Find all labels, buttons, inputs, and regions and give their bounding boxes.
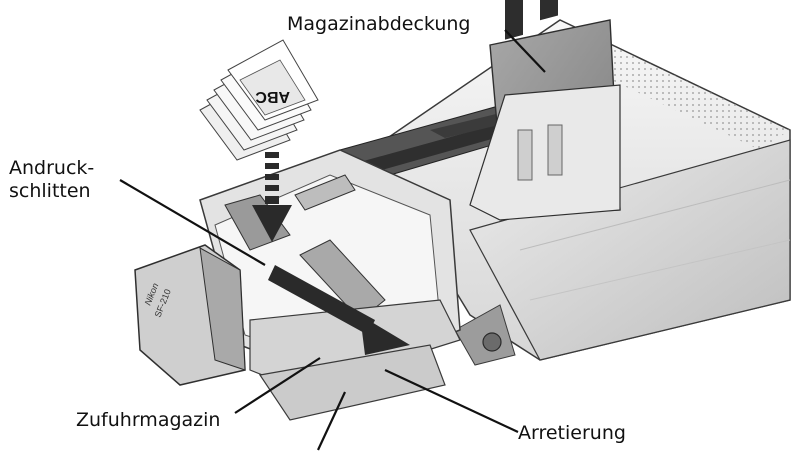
leader-lines	[119, 29, 546, 451]
pressure-slide-label: Andruck- schlitten	[9, 157, 94, 203]
leader-extra	[317, 391, 346, 451]
slide-stack: ABC	[199, 39, 319, 161]
leader-magazine-cover	[504, 29, 546, 73]
leader-feed-magazine	[234, 357, 321, 414]
insert-arrow	[252, 152, 292, 242]
front-end-cap: Nikon SF-210	[134, 244, 246, 386]
magazine-cover-label: Magazinabdeckung	[287, 13, 471, 35]
pressure-slide-label-line1: Andruck-	[9, 157, 95, 179]
leader-pressure-slide	[119, 179, 266, 266]
slide-text: ABC	[255, 88, 290, 105]
feed-magazine-label: Zufuhrmagazin	[76, 409, 221, 431]
lock-label: Arretierung	[518, 422, 626, 444]
magazine-cover	[469, 19, 621, 221]
pressure-slide-label-line2: schlitten	[9, 180, 91, 202]
leader-lock	[384, 369, 519, 433]
direction-arrow	[268, 265, 410, 355]
